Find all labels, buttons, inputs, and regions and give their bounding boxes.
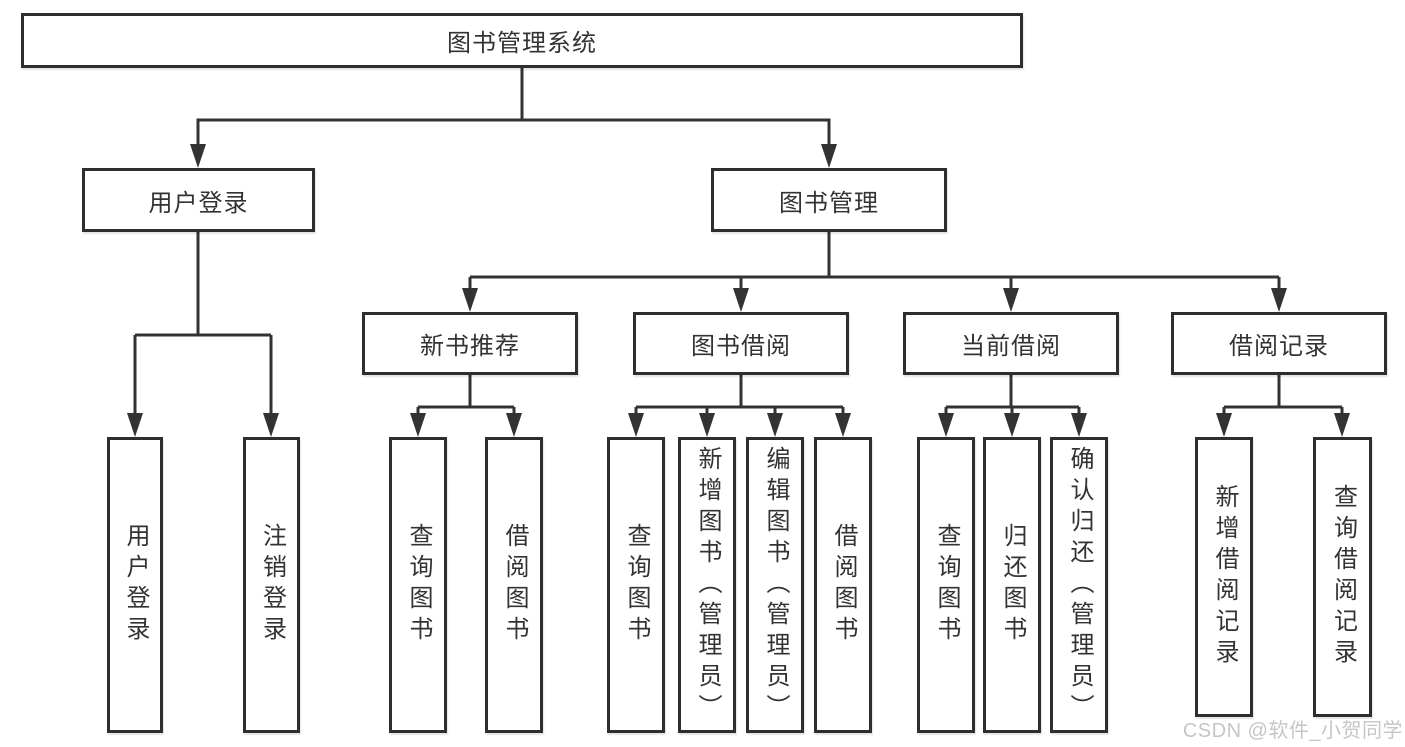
leaf-add-borrow-record: 新增借阅记录 <box>1195 437 1253 717</box>
leaf-logout: 注销登录 <box>243 437 300 733</box>
leaf-query-borrow-record: 查询借阅记录 <box>1313 437 1372 717</box>
leaf-query-books-borrowing: 查询图书 <box>607 437 665 733</box>
leaf-return-books: 归还图书 <box>983 437 1041 733</box>
node-book-borrowing: 图书借阅 <box>633 312 849 375</box>
leaf-query-books-current: 查询图书 <box>917 437 975 733</box>
leaf-edit-books-admin: 编辑图书（管理员） <box>746 437 804 733</box>
leaf-confirm-return-admin: 确认归还（管理员） <box>1050 437 1108 733</box>
node-book-management: 图书管理 <box>711 168 947 232</box>
csdn-watermark: CSDN @软件_小贺同学 <box>1182 720 1403 742</box>
node-new-book-recommend: 新书推荐 <box>362 312 578 375</box>
leaf-user-login: 用户登录 <box>107 437 163 733</box>
leaf-borrow-books: 借阅图书 <box>814 437 872 733</box>
leaf-add-books-admin: 新增图书（管理员） <box>678 437 736 733</box>
node-library-management-system: 图书管理系统 <box>21 13 1023 68</box>
leaf-borrow-books-recommend: 借阅图书 <box>485 437 543 733</box>
node-user-login: 用户登录 <box>82 168 315 232</box>
leaf-query-books-recommend: 查询图书 <box>389 437 447 733</box>
node-current-borrowing: 当前借阅 <box>903 312 1119 375</box>
node-borrowing-records: 借阅记录 <box>1171 312 1387 375</box>
